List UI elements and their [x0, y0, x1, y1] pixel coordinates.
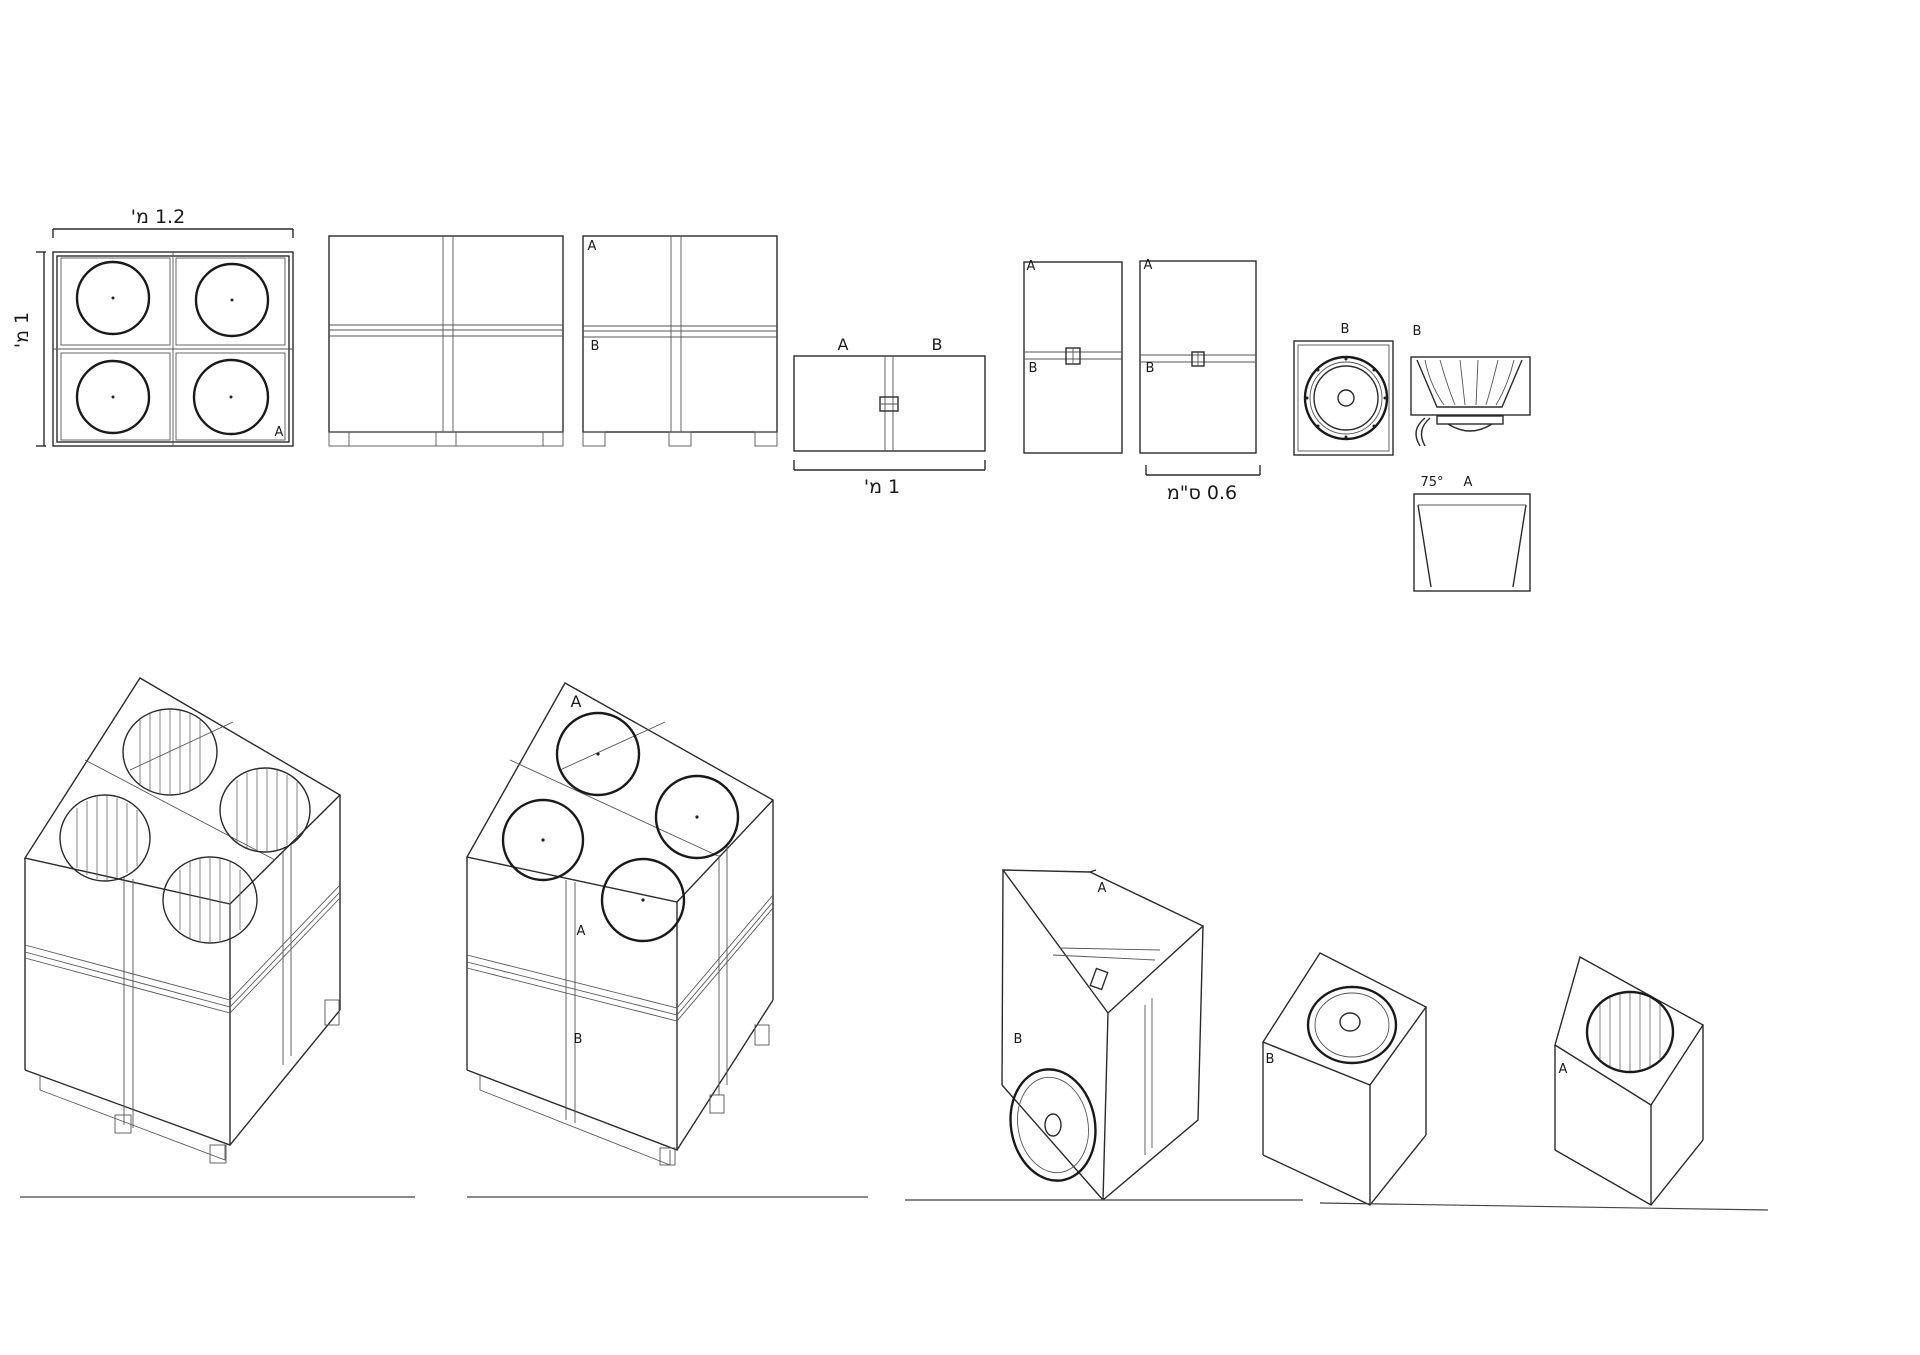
speaker-circle: [555, 711, 641, 797]
speaker-circle: [75, 260, 151, 336]
label-a: A: [1144, 258, 1153, 273]
isometric-unit-open-top: A: [1554, 955, 1704, 1206]
speaker-circle: [600, 857, 686, 943]
enclosure-section: 75° A: [1413, 475, 1531, 592]
isometric-unit-speaker-top: B: [1261, 952, 1428, 1206]
label-b: B: [1029, 361, 1038, 376]
label-b: B: [1413, 324, 1422, 339]
speaker-circle: [192, 358, 270, 436]
label-a: A: [1027, 259, 1036, 274]
label-b: B: [1341, 322, 1350, 337]
open-port: [122, 708, 218, 796]
speaker-circle: [654, 774, 740, 860]
label-b: B: [1266, 1052, 1275, 1067]
speaker-front-detail: B: [1293, 322, 1394, 456]
open-port: [1585, 990, 1675, 1074]
speaker-circle: [194, 262, 270, 338]
open-port: [59, 794, 151, 882]
speaker-dust-cap: [1339, 1012, 1361, 1032]
label-a: A: [588, 239, 597, 254]
height-dimension: 1 מ': [11, 251, 46, 447]
label-b: B: [1014, 1032, 1023, 1047]
speaker-dust-cap: [1044, 1113, 1062, 1137]
speaker-surround: [1303, 355, 1389, 441]
depth-dimension: 0.6 ס"מ: [1145, 465, 1261, 504]
width-dimension-label: 1.2 מ': [131, 206, 185, 228]
ground-lines: [20, 1196, 1769, 1211]
speaker-surround: [1009, 1068, 1097, 1182]
length-dimension: 1 מ': [793, 460, 986, 498]
isometric-stack-open-ports: [23, 677, 342, 1164]
label-a: A: [571, 692, 582, 711]
unit-side-view: A B 0.6 ס"מ: [1139, 258, 1261, 504]
open-port: [219, 767, 311, 853]
open-port: [162, 856, 258, 944]
depth-dimension-label: 0.6 ס"מ: [1167, 482, 1237, 504]
length-dimension-label: 1 מ': [864, 476, 900, 498]
label-b: B: [1146, 361, 1155, 376]
speaker-driver-section: B: [1410, 324, 1531, 447]
speaker-dust-cap: [1337, 389, 1355, 407]
label-b: B: [574, 1032, 583, 1047]
isometric-stack-speakers: A A B: [465, 682, 775, 1166]
angle-label: 75°: [1420, 475, 1443, 490]
label-a: A: [275, 425, 284, 440]
label-a: A: [838, 335, 849, 354]
label-b: B: [591, 339, 600, 354]
speaker-circle: [75, 359, 151, 435]
label-a: A: [577, 924, 586, 939]
width-dimension: 1.2 מ': [52, 206, 294, 238]
top-view-four-speakers: 1.2 מ' 1 מ' A: [11, 206, 294, 447]
unit-pair-plan: A B 1 מ': [793, 335, 986, 498]
height-dimension-label: 1 מ': [11, 312, 33, 348]
label-a: A: [1098, 881, 1107, 896]
label-a: A: [1559, 1062, 1568, 1077]
front-elevation: [328, 235, 564, 447]
unit-front-view: A B: [1023, 259, 1123, 454]
isometric-tilted-unit: A B: [1001, 869, 1205, 1201]
label-a: A: [1464, 475, 1473, 490]
speaker-circle: [501, 798, 585, 882]
speaker-surround: [1306, 985, 1398, 1065]
side-elevation: A B: [582, 235, 778, 447]
label-b: B: [932, 335, 943, 354]
